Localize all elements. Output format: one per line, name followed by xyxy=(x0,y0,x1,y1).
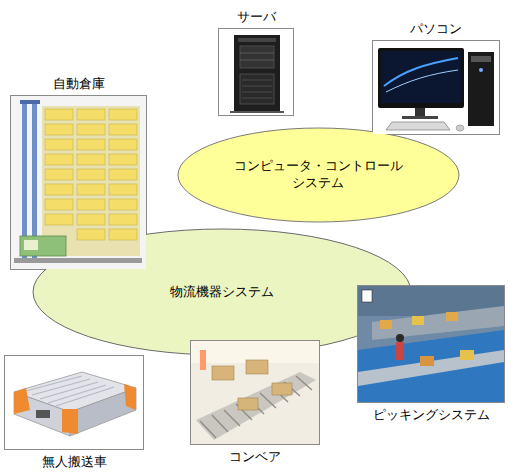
ellipse-shape xyxy=(178,128,459,222)
conveyor-illustration xyxy=(191,341,319,444)
pc-illustration xyxy=(373,41,499,134)
server-illustration xyxy=(219,29,293,115)
system-label: 物流機器システム xyxy=(170,284,274,301)
picture-caption: ピッキングシステム xyxy=(373,407,490,424)
picking-illustration xyxy=(358,286,504,402)
system-label: コンピュータ・コントロール システム xyxy=(228,158,409,192)
picture-caption: 無人搬送車 xyxy=(42,454,107,471)
agv-illustration xyxy=(5,356,143,449)
picture-caption: コンベア xyxy=(229,449,281,466)
picture-caption: パソコン xyxy=(410,21,462,38)
picture-caption: サーバ xyxy=(237,9,276,26)
control-system-ellipse: コンピュータ・コントロール システム xyxy=(177,127,460,223)
warehouse-illustration xyxy=(11,96,146,269)
picture-caption: 自動倉庫 xyxy=(53,76,105,93)
